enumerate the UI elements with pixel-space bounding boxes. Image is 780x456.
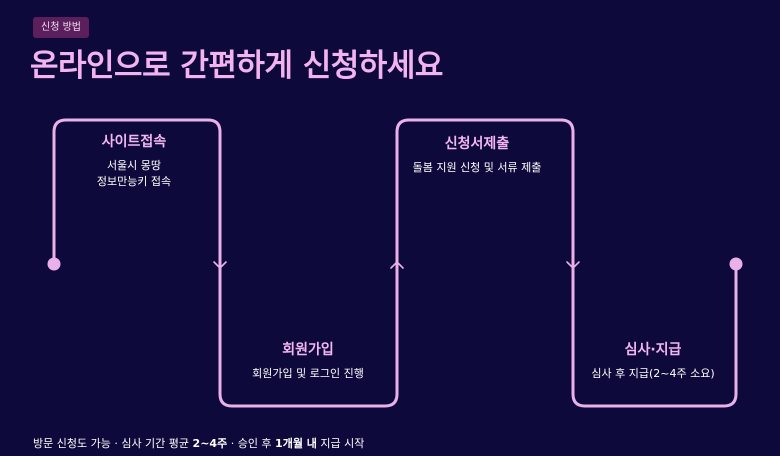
chevron-up-icon	[390, 261, 404, 269]
chevron-down-icon	[566, 261, 580, 269]
step-description: 돌봄 지원 신청 및 서류 제출	[412, 161, 542, 174]
review-period: 2~4주	[192, 437, 228, 450]
footer-text: · 승인 후	[227, 437, 276, 450]
step-title: 심사·지급	[624, 342, 682, 358]
payment-timing: 1개월 내	[275, 437, 317, 450]
step-description: 회원가입 및 로그인 진행	[252, 367, 364, 380]
step-submit-application: 신청서제출 돌봄 지원 신청 및 서류 제출	[402, 133, 552, 176]
step-title: 신청서제출	[444, 136, 510, 152]
section-badge: 신청 방법	[33, 17, 89, 38]
step-description: 서울시 몽땅 정보만능키 접속	[96, 159, 172, 188]
footer-note: 방문 신청도 가능 · 심사 기간 평균 2~4주 · 승인 후 1개월 내 지…	[33, 435, 364, 451]
chevron-down-icon	[213, 261, 227, 269]
step-title: 사이트접속	[101, 134, 167, 150]
step-description: 심사 후 지급(2~4주 소요)	[591, 367, 715, 380]
footer-text: 방문 신청도 가능 · 심사 기간 평균	[33, 437, 193, 450]
step-review-payment: 심사·지급 심사 후 지급(2~4주 소요)	[578, 339, 728, 382]
flow-start-dot	[47, 257, 61, 271]
step-title: 회원가입	[282, 342, 334, 358]
flow-end-dot	[729, 257, 743, 271]
page-title: 온라인으로 간편하게 신청하세요	[30, 48, 443, 84]
footer-text: 지급 시작	[316, 437, 365, 450]
step-sign-up: 회원가입 회원가입 및 로그인 진행	[233, 339, 383, 382]
step-site-access: 사이트접속 서울시 몽땅 정보만능키 접속	[59, 131, 209, 190]
